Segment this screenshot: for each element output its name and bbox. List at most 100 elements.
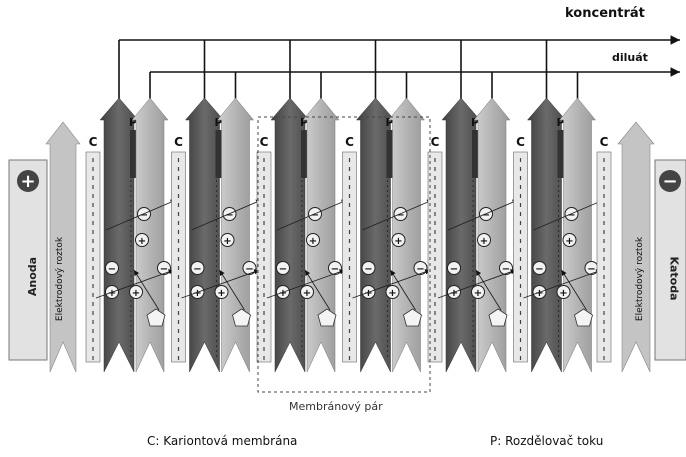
ion-icon	[276, 261, 290, 275]
ion-arrow	[362, 199, 433, 231]
electrode-stream-label-right: Elektrodový roztok	[635, 236, 646, 322]
flow-distributor	[472, 130, 478, 178]
anode: +	[8, 159, 48, 361]
ion-sign: −	[482, 210, 490, 221]
flow-distributor-letter: P	[556, 116, 564, 129]
ion-icon	[499, 261, 513, 275]
ion-icon	[300, 285, 314, 299]
flow-distributor	[557, 130, 564, 178]
ion-icon	[190, 261, 205, 275]
membrane-pair-label: Membránový pár	[289, 400, 383, 413]
ion-icon	[477, 233, 491, 247]
cation-membrane-letter: C	[174, 135, 183, 149]
ion-sign: +	[223, 236, 231, 247]
ion-sign: −	[331, 264, 339, 275]
ion-icon	[105, 261, 119, 275]
ion-sign: −	[225, 210, 233, 221]
cation-membrane-letter: C	[431, 135, 440, 149]
ion-icon	[214, 285, 229, 299]
neutral-molecule-icon	[146, 308, 166, 327]
cation-membrane-letter: C	[516, 135, 525, 149]
ion-icon	[562, 233, 577, 247]
cathode-label: Katoda	[667, 256, 681, 301]
ion-sign: +	[138, 236, 146, 247]
ion-sign: −	[279, 264, 287, 275]
ion-icon	[391, 233, 406, 247]
ion-sign: +	[132, 288, 140, 299]
diluate-chamber	[216, 97, 255, 373]
ion-sign: +	[450, 288, 458, 299]
ion-icon	[532, 261, 547, 275]
ion-sign: +	[394, 236, 402, 247]
ion-arrow	[181, 269, 260, 299]
ion-icon	[361, 261, 376, 275]
cathode-stream-chamber	[617, 121, 655, 373]
ion-sign: −	[364, 264, 372, 275]
ion-icon	[157, 261, 171, 275]
ion-icon	[413, 261, 428, 275]
ion-arrow	[533, 199, 604, 231]
flow-distributor	[301, 130, 307, 178]
ion-arrow	[304, 269, 331, 311]
diluate-chamber	[302, 97, 340, 373]
ion-sign: −	[140, 210, 148, 221]
ion-arrow	[219, 269, 245, 311]
ion-sign: −	[450, 264, 458, 275]
ion-sign: −	[567, 210, 575, 221]
diluate-chamber	[558, 97, 597, 373]
ion-icon	[447, 261, 461, 275]
ion-arrow	[95, 269, 175, 299]
ion-sign: −	[108, 264, 116, 275]
ion-icon	[220, 233, 235, 247]
diluate-chamber	[473, 97, 511, 373]
electrode-stream-label-left: Elektrodový roztok	[55, 236, 66, 322]
legend-cation-membrane: C: Kariontová membrána	[147, 434, 298, 448]
flow-distributor-letter: P	[471, 116, 479, 129]
ion-arrow	[523, 269, 602, 299]
neutral-molecule-icon	[574, 308, 593, 327]
flow-distributor-letter: P	[300, 116, 308, 129]
ion-sign: −	[502, 264, 510, 275]
ion-arrow	[105, 199, 177, 231]
ion-arrow	[437, 269, 517, 299]
ion-sign: −	[587, 264, 595, 275]
flow-distributor-letter: P	[214, 116, 222, 129]
ion-arrow	[561, 269, 587, 311]
ion-sign: −	[311, 210, 319, 221]
concentrate-label: koncentrát	[565, 6, 645, 21]
ion-sign: +	[303, 288, 311, 299]
ion-arrow	[191, 199, 262, 231]
ion-sign: +	[480, 236, 488, 247]
flow-distributor	[215, 130, 222, 178]
ion-sign: +	[388, 288, 396, 299]
cation-membrane-letter: C	[89, 135, 98, 149]
ion-sign: +	[364, 288, 372, 299]
ion-sign: +	[565, 236, 573, 247]
diluate-chamber	[131, 97, 169, 373]
ion-arrow	[447, 199, 519, 231]
ion-sign: −	[193, 264, 201, 275]
cathode-sign: −	[662, 171, 677, 192]
cathode-minus-icon	[659, 170, 681, 192]
ion-sign: +	[217, 288, 225, 299]
ion-arrow	[276, 199, 348, 231]
outlet-pipes	[118, 35, 680, 100]
flow-distributor-letter: P	[129, 116, 137, 129]
ion-sign: −	[160, 264, 168, 275]
anode-label: Anoda	[26, 256, 40, 297]
neutral-molecule-icon	[232, 308, 251, 327]
ion-sign: −	[535, 264, 543, 275]
membrane-pair-box	[257, 116, 431, 393]
ion-sign: +	[193, 288, 201, 299]
ion-sign: +	[108, 288, 116, 299]
legend-flow-distributor: P: Rozdělovač toku	[490, 434, 604, 448]
ion-sign: +	[535, 288, 543, 299]
neutral-molecule-icon	[403, 308, 422, 327]
cell-stack: CP−+−++−CP−+−++−CP−+−++−CP−+−++−CP−+−++−…	[45, 97, 655, 373]
flow-distributor-letter: P	[385, 116, 393, 129]
anode-plus-icon	[17, 170, 39, 192]
cation-membrane-letter: C	[260, 135, 269, 149]
cation-membrane-letter: C	[345, 135, 354, 149]
ion-sign: −	[245, 264, 253, 275]
